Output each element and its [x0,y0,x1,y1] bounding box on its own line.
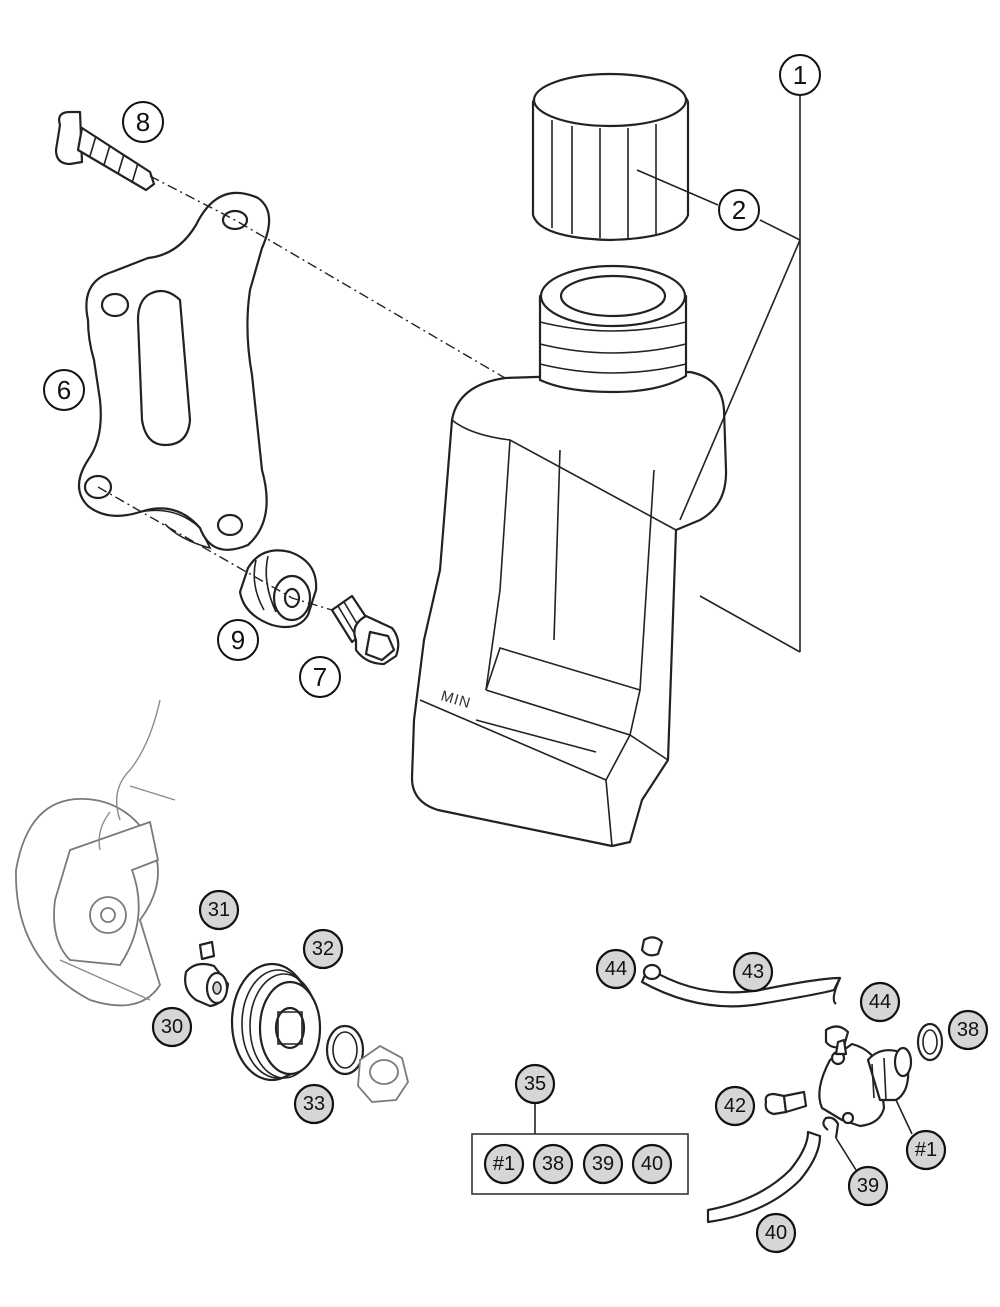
pin-31 [198,940,216,961]
hose-43 [640,963,842,1008]
svg-text:1: 1 [793,60,807,90]
mounting-plate [77,191,271,551]
svg-text:38: 38 [542,1153,564,1175]
callout-33: 33 [293,1083,335,1125]
callout-9: 9 [217,619,259,661]
svg-text:39: 39 [857,1175,879,1197]
screw-8 [54,110,156,192]
svg-text:#1: #1 [915,1139,937,1161]
svg-text:31: 31 [208,899,230,921]
callout-40: 40 [755,1212,797,1254]
tank-cap [531,72,690,242]
leader-lines [636,95,801,653]
pulley-32 [230,962,322,1082]
svg-text:44: 44 [605,958,627,980]
callout-43: 43 [732,951,774,993]
kit-box: #1 38 39 40 [471,1103,689,1195]
callout-44-left: 44 [595,948,637,990]
bolt-7 [330,594,400,666]
svg-text:8: 8 [136,107,150,137]
svg-text:6: 6 [57,375,71,405]
svg-text:39: 39 [592,1153,614,1175]
clamp-44-left [640,936,664,957]
callout-1: 1 [779,54,821,96]
svg-text:35: 35 [524,1073,546,1095]
callout-2: 2 [718,189,760,231]
ghost-flywheel [15,699,176,1007]
callout-38: 38 [947,1009,989,1051]
bushing-30 [184,962,230,1008]
callout-32: 32 [302,928,344,970]
kit-item-39: 39 [582,1143,624,1185]
svg-text:32: 32 [312,938,334,960]
oil-pump [818,1038,913,1128]
callout-42: 42 [714,1085,756,1127]
callout-30: 30 [151,1006,193,1048]
callout-39: 39 [847,1165,889,1207]
callout-pump: #1 [905,1129,947,1171]
callout-8: 8 [122,101,164,143]
svg-text:44: 44 [869,991,891,1013]
grommet-9 [238,549,318,629]
svg-text:2: 2 [732,195,746,225]
callout-6: 6 [43,369,85,411]
callout-31: 31 [198,889,240,931]
kit-item-pump: #1 [483,1143,525,1185]
callout-44-right: 44 [859,981,901,1023]
svg-text:38: 38 [957,1019,979,1041]
alignment-lines [97,175,506,611]
circlip-33 [325,1024,365,1076]
clip-39 [822,1116,840,1139]
svg-text:33: 33 [303,1093,325,1115]
svg-text:40: 40 [765,1222,787,1244]
oring-38 [916,1022,944,1062]
pump-leaders [835,1099,913,1171]
hose-40 [706,1130,822,1224]
svg-text:7: 7 [313,662,327,692]
svg-text:42: 42 [724,1095,746,1117]
kit-item-38: 38 [532,1143,574,1185]
screw-42 [764,1090,808,1116]
svg-text:9: 9 [231,625,245,655]
svg-text:43: 43 [742,961,764,983]
svg-text:30: 30 [161,1016,183,1038]
callout-7: 7 [299,656,341,698]
oil-tank: MIN [410,264,728,848]
kit-item-40: 40 [631,1143,673,1185]
nut-ghost [357,1044,409,1103]
callout-35: 35 [514,1063,556,1105]
svg-text:#1: #1 [493,1153,515,1175]
svg-text:40: 40 [641,1153,663,1175]
